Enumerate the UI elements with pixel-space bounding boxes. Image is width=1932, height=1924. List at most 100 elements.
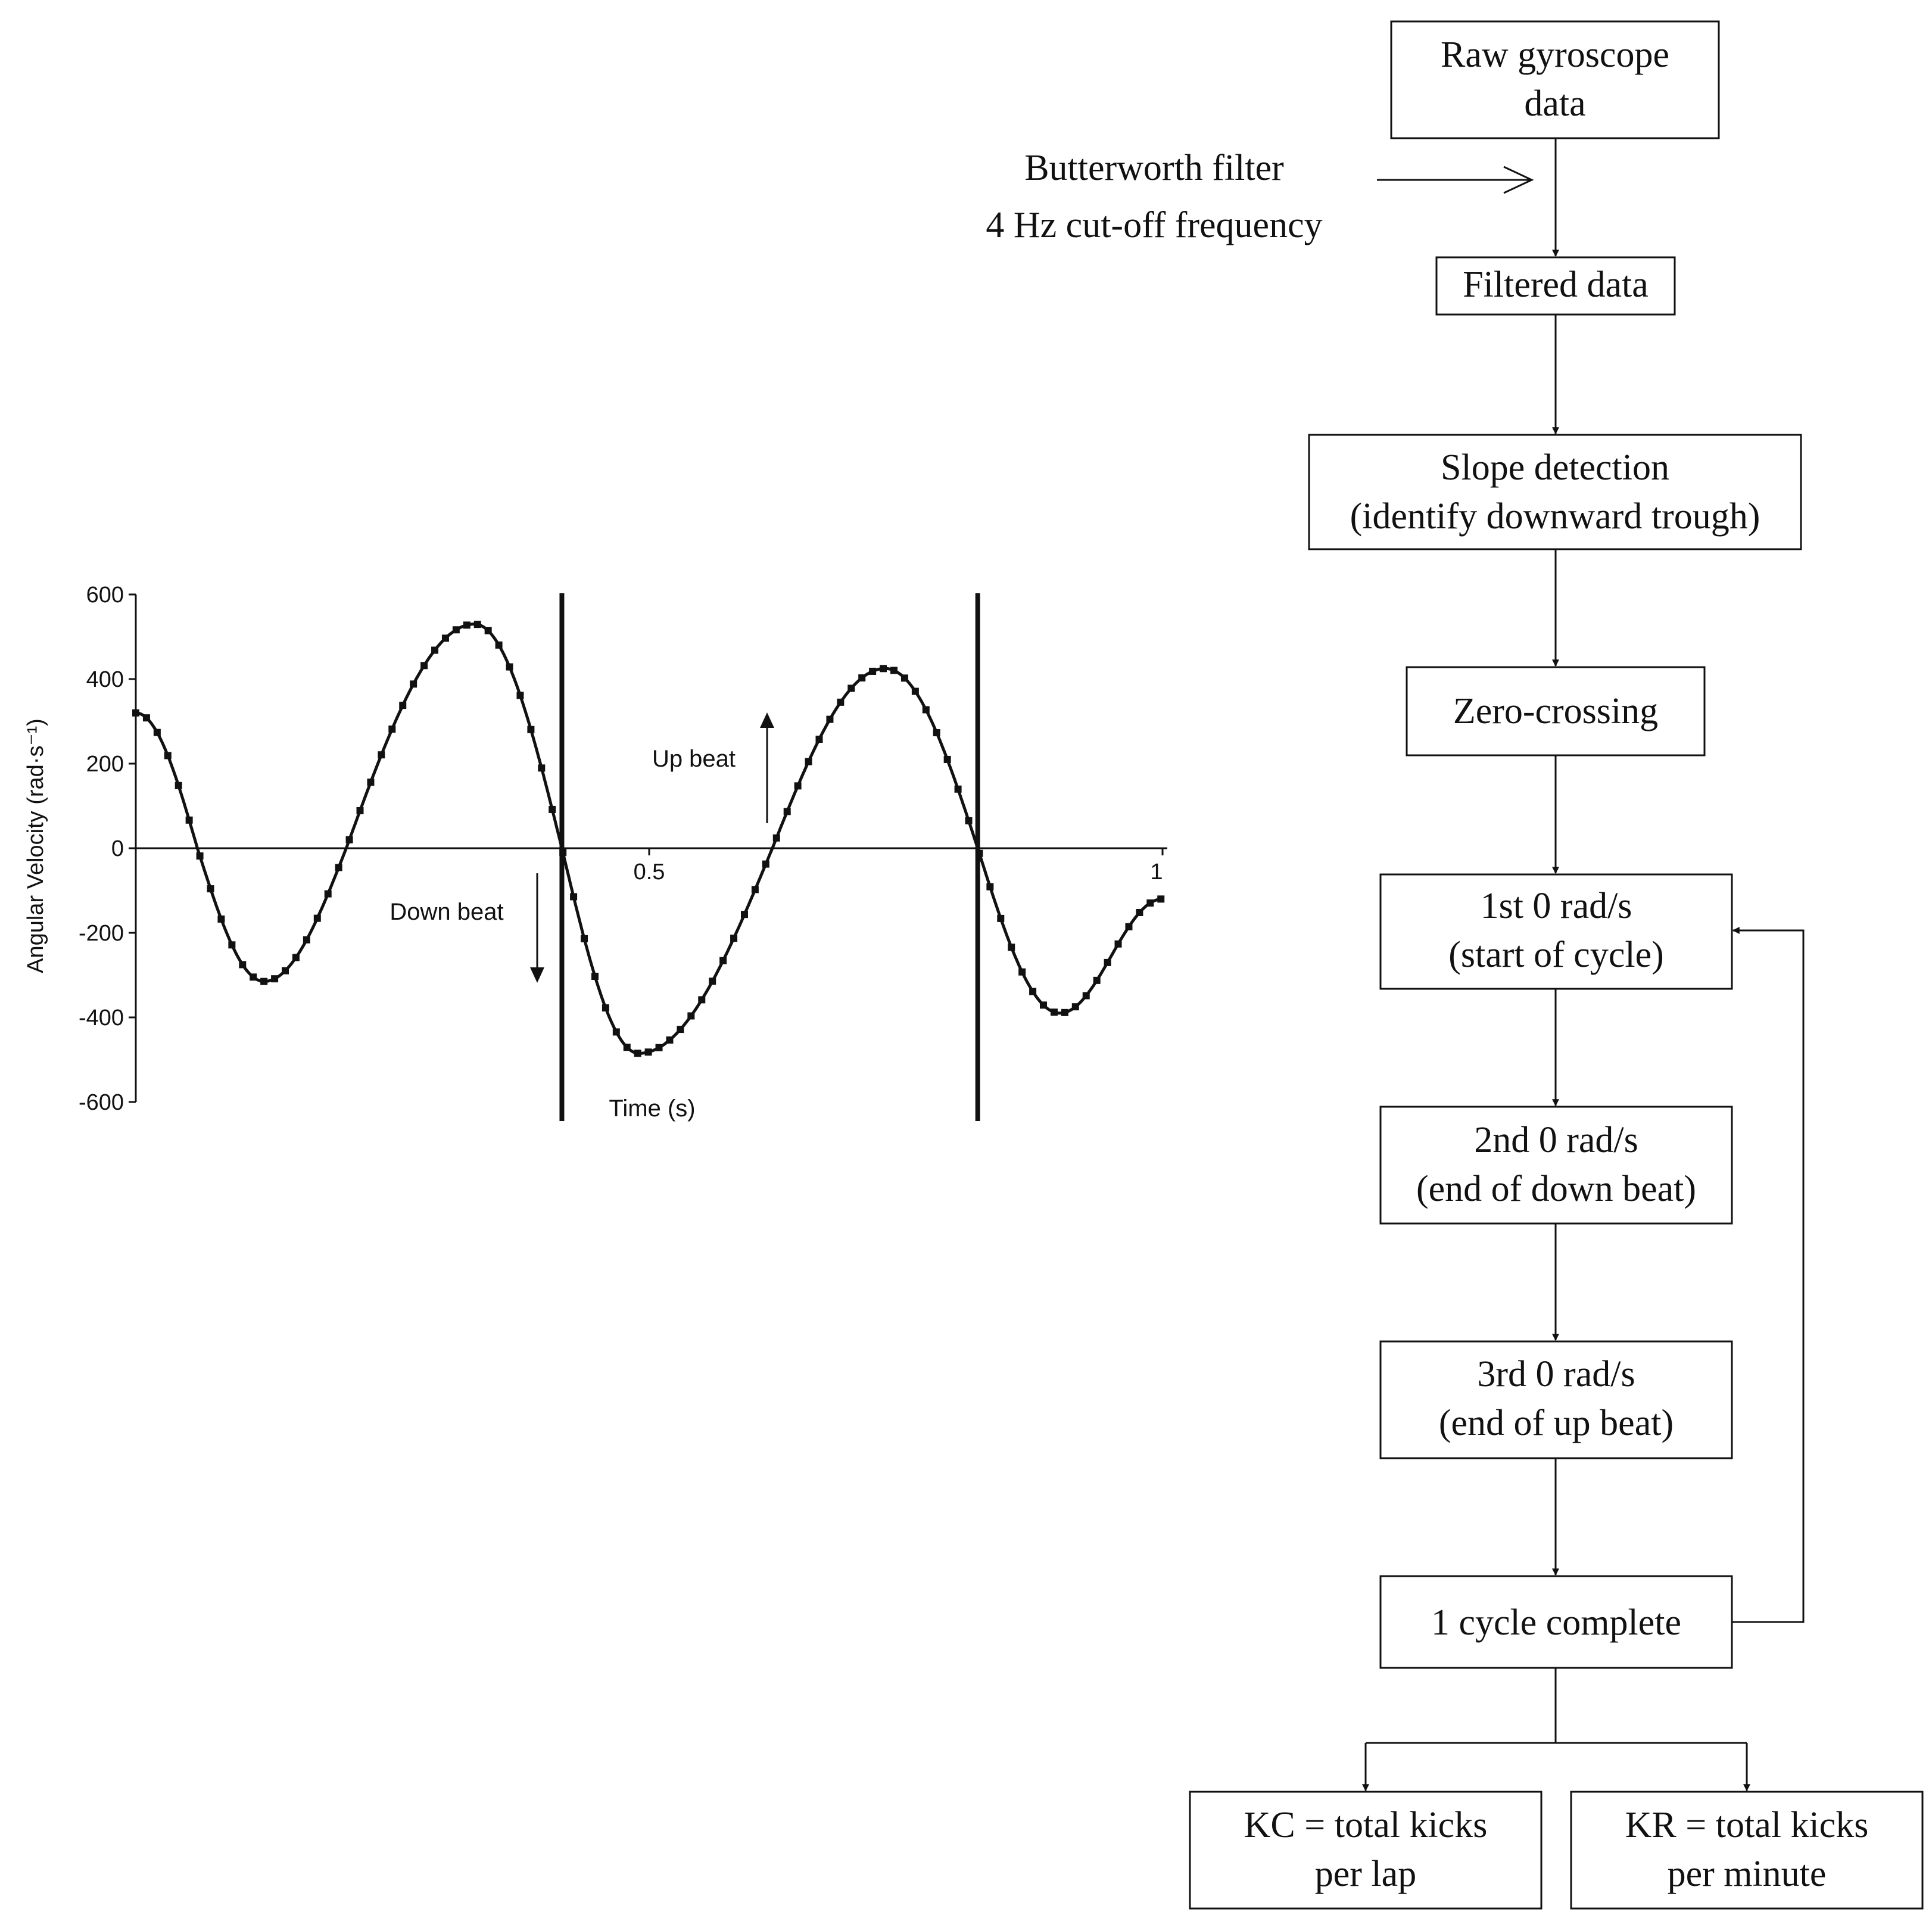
sample-marker [1050, 1008, 1058, 1016]
sample-marker [452, 626, 460, 634]
sample-marker [847, 684, 855, 692]
second-zero-line-2: (end of down beat) [1416, 1169, 1696, 1209]
raw-data-box [1390, 20, 1720, 139]
y-tick-label: 400 [86, 667, 124, 692]
sample-marker [1146, 899, 1154, 907]
zero-crossing-label: Zero-crossing [1453, 691, 1658, 731]
kc-line-2: per lap [1315, 1854, 1416, 1894]
filtered-data-box [1435, 256, 1676, 316]
sample-marker [815, 736, 823, 743]
second-zero-line-1: 2nd 0 rad/s [1474, 1120, 1638, 1160]
sample-marker [335, 864, 342, 871]
first-zero-line-2: (start of cycle) [1448, 935, 1663, 975]
sample-markers [132, 621, 1165, 1057]
sample-marker [538, 764, 546, 772]
sample-marker [228, 941, 236, 949]
sample-marker [890, 667, 898, 674]
sample-marker [805, 758, 812, 765]
sample-marker [1018, 968, 1026, 976]
first-zero-line-1: 1st 0 rad/s [1481, 886, 1632, 926]
sample-marker [943, 755, 951, 763]
down-beat-arrow [530, 873, 544, 983]
y-tick-label: -200 [79, 921, 124, 946]
sample-marker [783, 808, 791, 815]
sample-marker [484, 627, 492, 634]
sample-marker [591, 973, 599, 980]
third-zero-line-2: (end of up beat) [1439, 1403, 1674, 1443]
zero-crossing-box [1406, 666, 1706, 756]
sample-marker [239, 961, 247, 969]
sample-marker [719, 957, 727, 964]
sample-marker [463, 621, 470, 629]
filter-arrow [1377, 166, 1534, 194]
x-tick-label: 1 [1150, 860, 1163, 885]
sample-marker [986, 883, 994, 891]
y-tick-label: 200 [86, 752, 124, 777]
kr-line-2: per minute [1668, 1854, 1827, 1894]
sample-marker [313, 914, 321, 922]
sample-marker [549, 805, 556, 813]
sample-marker [292, 954, 300, 961]
kc-box [1189, 1791, 1543, 1910]
sample-marker [506, 663, 513, 671]
second-zero-box [1379, 1106, 1733, 1225]
sample-marker [217, 915, 225, 923]
raw-data-line-1: Raw gyroscope [1441, 35, 1669, 75]
filter-note-line-1: Butterworth filter [1024, 148, 1284, 188]
slope-detection-line-2: (identify downward trough) [1350, 496, 1760, 537]
sample-marker [794, 782, 802, 790]
sample-marker [666, 1036, 674, 1044]
sample-marker [655, 1044, 663, 1051]
sample-marker [1029, 988, 1037, 995]
sample-marker [911, 687, 919, 695]
sample-marker [250, 973, 257, 981]
sample-marker [399, 702, 407, 709]
sample-marker [602, 1004, 609, 1012]
kr-box [1570, 1791, 1924, 1910]
third-zero-line-1: 3rd 0 rad/s [1477, 1354, 1635, 1394]
arrow-loop-back [1732, 927, 1805, 1623]
sample-marker [142, 714, 150, 722]
sample-marker [623, 1044, 631, 1051]
sample-marker [1061, 1008, 1068, 1016]
sample-marker [1093, 976, 1101, 984]
sample-marker [751, 886, 759, 893]
sample-marker [612, 1028, 620, 1036]
sample-marker [677, 1026, 684, 1033]
sample-marker [772, 834, 780, 842]
x-axis-label: Time (s) [609, 1095, 695, 1122]
sample-marker [1008, 944, 1015, 951]
sample-marker [527, 726, 535, 733]
sample-marker [345, 836, 353, 843]
sample-marker [1157, 895, 1165, 903]
sample-marker [837, 698, 845, 706]
sample-marker [709, 977, 716, 985]
sample-marker [644, 1048, 652, 1056]
sample-marker [495, 641, 503, 649]
sample-marker [153, 728, 161, 736]
sample-marker [740, 911, 748, 919]
sample-marker [367, 779, 375, 786]
sample-marker [869, 667, 877, 675]
sample-marker [185, 816, 193, 824]
y-tick-label: 0 [111, 836, 124, 861]
sample-marker [431, 646, 439, 654]
sample-marker [581, 935, 588, 942]
sample-marker [473, 621, 481, 628]
sample-marker [1125, 923, 1133, 930]
y-tick-label: 600 [86, 583, 124, 608]
sample-marker [516, 692, 524, 699]
sample-marker [570, 893, 578, 901]
slope-detection-line-1: Slope detection [1441, 447, 1669, 488]
kr-line-1: KR = total kicks [1625, 1805, 1869, 1845]
up-beat-arrow [760, 712, 774, 823]
sample-marker [1136, 908, 1143, 916]
sample-marker [303, 936, 310, 944]
y-tick-label: -600 [79, 1090, 124, 1115]
sample-marker [164, 752, 172, 759]
sample-marker [282, 967, 289, 975]
sample-marker [132, 709, 139, 717]
sample-marker [900, 674, 908, 682]
